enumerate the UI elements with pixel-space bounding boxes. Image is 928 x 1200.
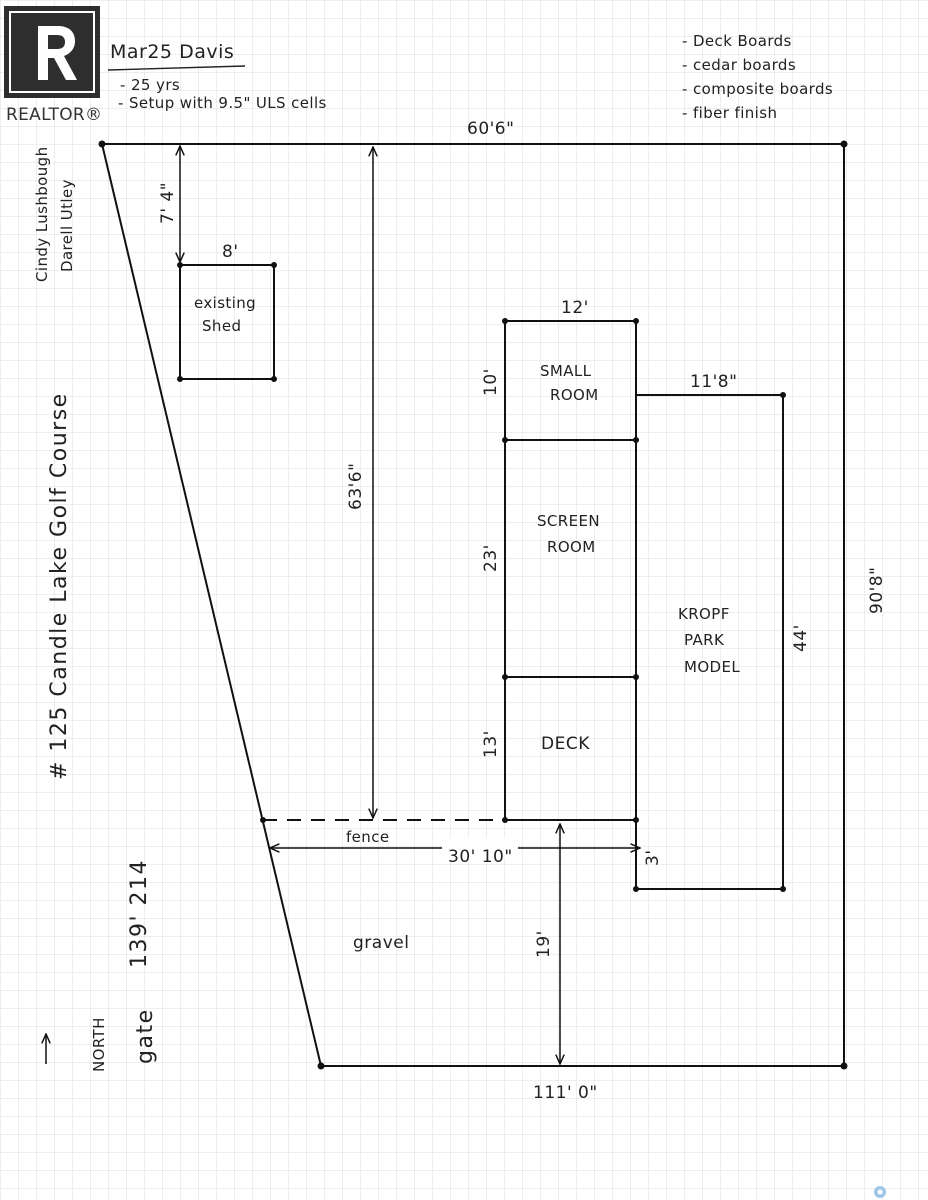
- shed-outline: [177, 262, 277, 382]
- dim-park-len: 44': [791, 624, 811, 652]
- dim-screen-room-len: 23': [481, 544, 501, 572]
- small-room-label-2: ROOM: [550, 386, 599, 404]
- owner-name-2: Darell Utley: [58, 179, 76, 272]
- dim-shed-width: 8': [222, 242, 239, 262]
- header-line-2: - Setup with 9.5" ULS cells: [118, 94, 327, 112]
- park-model-corners: [633, 392, 786, 892]
- screen-room-label-1: SCREEN: [537, 512, 600, 530]
- shed-label-2: Shed: [202, 317, 241, 335]
- shed-label-1: existing: [194, 294, 256, 312]
- deck-label: DECK: [541, 734, 590, 754]
- gate-label: gate: [133, 1008, 158, 1064]
- realtor-logo-text: REALTOR®: [6, 105, 102, 125]
- dim-fence-span-gap: [442, 838, 518, 858]
- park-model-label-3: MODEL: [684, 658, 740, 676]
- dim-bottom: 111' 0": [533, 1083, 598, 1103]
- dim-fence-span: 30' 10": [448, 847, 513, 867]
- rooms-outline: [504, 320, 637, 821]
- note-fiber-finish: - fiber finish: [682, 104, 777, 122]
- park-model-label-2: PARK: [684, 631, 725, 649]
- note-deck-boards: - Deck Boards: [682, 32, 792, 50]
- gravel-label: gravel: [353, 933, 409, 953]
- address-label: # 125 Candle Lake Golf Course: [47, 392, 72, 780]
- dim-depth: 63'6": [346, 463, 366, 510]
- realtor-logo: REALTOR®: [4, 6, 102, 125]
- dim-park-width: 11'8": [690, 372, 737, 392]
- room-corners: [502, 318, 639, 823]
- screen-room-label-2: ROOM: [547, 538, 596, 556]
- owner-name-1: Cindy Lushbough: [33, 147, 51, 282]
- lot-boundary: [101, 143, 845, 1067]
- dim-shed-offset: 7' 4": [158, 182, 178, 224]
- fence-label: fence: [346, 828, 390, 846]
- dim-room-width: 12': [561, 298, 589, 318]
- header-title: Mar25 Davis: [110, 41, 234, 63]
- header-line-1: - 25 yrs: [120, 76, 180, 94]
- lot-corners: [98, 140, 848, 1070]
- dim-small-room-len: 10': [481, 368, 501, 396]
- small-room-label-1: SMALL: [540, 362, 592, 380]
- fence-end-point: [260, 817, 266, 823]
- note-cedar-boards: - cedar boards: [682, 56, 796, 74]
- lot-size-label: 139' 214: [127, 859, 152, 968]
- dim-top: 60'6": [467, 119, 514, 139]
- dim-park-offset: 3': [643, 850, 663, 867]
- dim-deck-len: 13': [481, 730, 501, 758]
- note-composite-boards: - composite boards: [682, 80, 833, 98]
- watermark-icon: [874, 1186, 886, 1198]
- dim-front-setback: 19': [534, 930, 554, 958]
- header-underline: [107, 65, 246, 71]
- north-label: NORTH: [90, 1017, 108, 1072]
- dim-right: 90'8": [867, 567, 887, 614]
- park-model-label-1: KROPF: [678, 605, 730, 623]
